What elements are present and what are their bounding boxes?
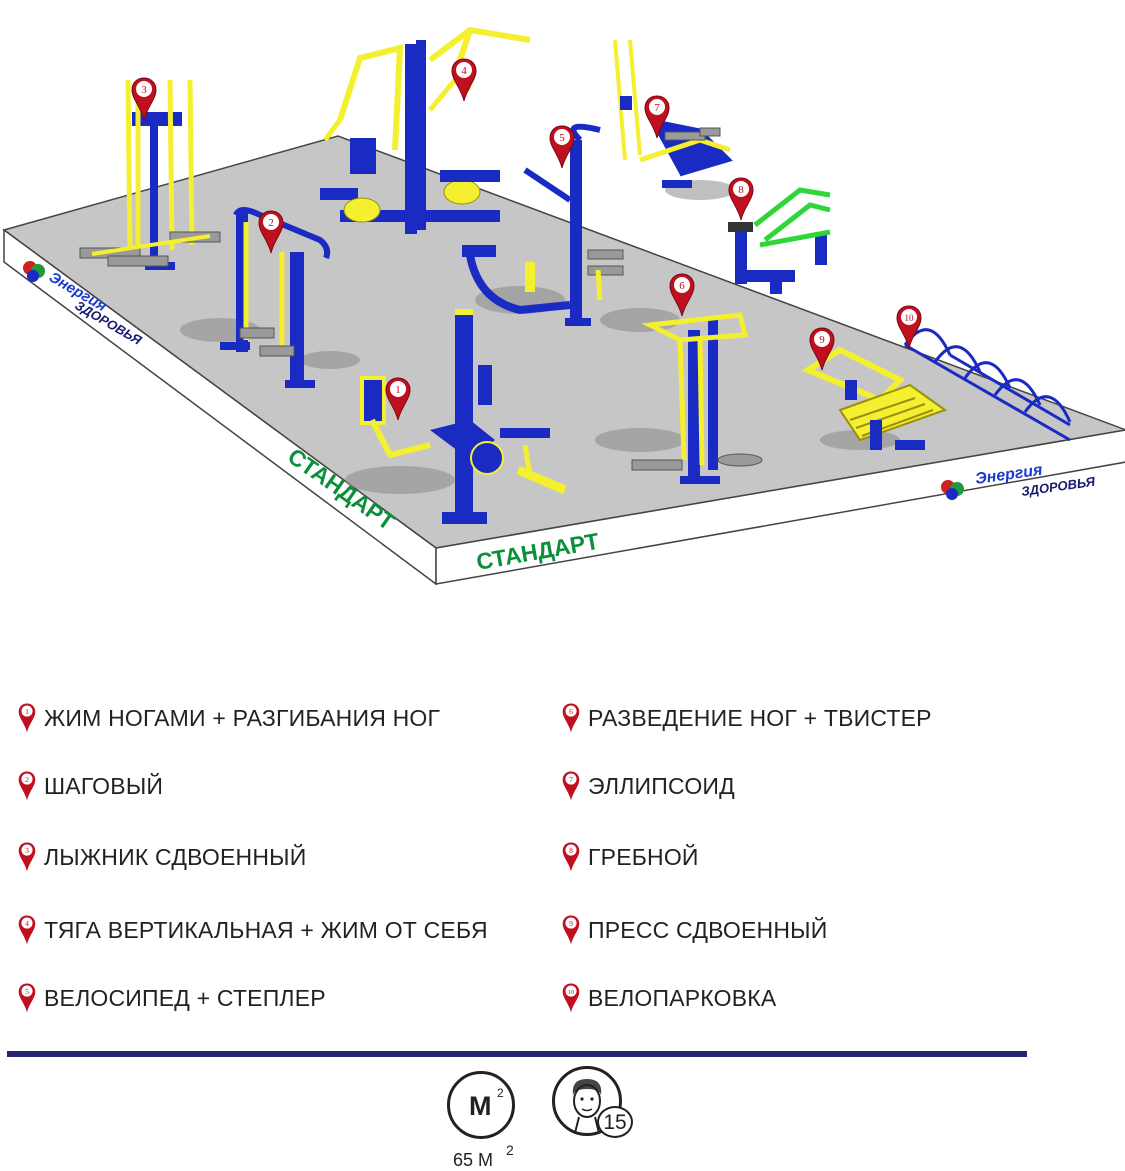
area-value: 65 M 2 — [453, 1142, 514, 1171]
pin-icon: 6 — [562, 703, 580, 733]
area-symbol: M — [469, 1091, 492, 1121]
marker-8: 8 — [728, 177, 754, 221]
marker-3: 3 — [131, 77, 157, 121]
equipment-2-walker — [220, 207, 331, 388]
legend-item-6: 6 РАЗВЕДЕНИЕ НОГ + ТВИСТЕР — [562, 698, 932, 738]
marker-5: 5 — [549, 125, 575, 169]
marker-4: 4 — [451, 58, 477, 102]
face-icon — [572, 1079, 602, 1133]
playground-scene: СТАНДАРТ СТАНДАРТ Энергия ЗДОРОВЬЯ Энерг… — [2, 26, 1125, 586]
pin-icon: 5 — [18, 983, 36, 1013]
equipment-1-leg-press — [360, 309, 567, 524]
pin-icon: 1 — [18, 703, 36, 733]
pin-icon: 3 — [18, 842, 36, 872]
legend-item-5: 5 ВЕЛОСИПЕД + СТЕПЛЕР — [18, 978, 326, 1018]
svg-text:7: 7 — [569, 775, 573, 784]
legend-label: ВЕЛОСИПЕД + СТЕПЛЕР — [44, 984, 326, 1011]
svg-text:3: 3 — [25, 846, 29, 855]
pin-icon: 4 — [18, 915, 36, 945]
marker-1: 1 — [385, 377, 411, 421]
equipment-9-press — [801, 346, 948, 450]
users-count-badge: 15 — [597, 1106, 633, 1138]
legend-item-3: 3 ЛЫЖНИК СДВОЕННЫЙ — [18, 837, 306, 877]
marker-9: 9 — [809, 327, 835, 371]
legend-item-1: 1 ЖИМ НОГАМИ + РАЗГИБАНИЯ НОГ — [18, 698, 440, 738]
marker-5-number: 5 — [559, 132, 565, 144]
equipment-6-twister — [631, 312, 763, 484]
marker-6: 6 — [669, 273, 695, 317]
pin-icon: 7 — [562, 771, 580, 801]
area-value-text: 65 M — [453, 1150, 494, 1170]
pin-icon: 8 — [562, 842, 580, 872]
marker-10-number: 10 — [905, 313, 915, 323]
svg-text:8: 8 — [569, 846, 573, 855]
area-symbol-sup: 2 — [497, 1086, 504, 1100]
equipment-3-skier — [79, 79, 221, 270]
legend-label: ВЕЛОПАРКОВКА — [588, 984, 777, 1011]
svg-text:10: 10 — [568, 989, 574, 996]
marker-8-number: 8 — [738, 184, 744, 196]
legend-item-4: 4 ТЯГА ВЕРТИКАЛЬНАЯ + ЖИМ ОТ СЕБЯ — [18, 910, 488, 950]
marker-10: 10 — [896, 305, 922, 349]
svg-text:4: 4 — [25, 919, 29, 928]
pin-icon: 2 — [18, 771, 36, 801]
marker-4-number: 4 — [461, 65, 467, 77]
legend-label: ЛЫЖНИК СДВОЕННЫЙ — [44, 843, 307, 870]
svg-text:6: 6 — [569, 707, 573, 716]
marker-7: 7 — [644, 95, 670, 139]
marker-3-number: 3 — [141, 84, 147, 96]
svg-text:5: 5 — [25, 987, 29, 996]
area-value-sup: 2 — [506, 1142, 514, 1158]
legend-label: ТЯГА ВЕРТИКАЛЬНАЯ + ЖИМ ОТ СЕБЯ — [44, 916, 488, 943]
area-icon: M 2 — [447, 1071, 515, 1139]
svg-text:1: 1 — [25, 707, 29, 716]
svg-text:2: 2 — [25, 775, 29, 784]
legend-item-9: 9 ПРЕСС СДВОЕННЫЙ — [562, 910, 827, 950]
legend-item-2: 2 ШАГОВЫЙ — [18, 766, 163, 806]
pin-icon: 10 — [562, 983, 580, 1013]
legend-label: ЭЛЛИПСОИД — [588, 772, 735, 799]
equipment-8-rower — [728, 187, 831, 294]
legend-label: ЖИМ НОГАМИ + РАЗГИБАНИЯ НОГ — [44, 704, 441, 731]
equipment-10-bike-parking — [903, 328, 1072, 442]
legend-label: РАЗВЕДЕНИЕ НОГ + ТВИСТЕР — [588, 704, 932, 731]
marker-2: 2 — [258, 210, 284, 254]
legend-item-7: 7 ЭЛЛИПСОИД — [562, 766, 735, 806]
equipment-7-ellipsoid — [613, 39, 733, 188]
equipment-5-bike — [462, 123, 624, 326]
legend-label: ГРЕБНОЙ — [588, 843, 699, 870]
marker-9-number: 9 — [819, 334, 825, 346]
pin-icon: 9 — [562, 915, 580, 945]
equipment-4-lat-pull — [320, 26, 531, 234]
svg-text:9: 9 — [569, 919, 573, 928]
legend-item-8: 8 ГРЕБНОЙ — [562, 837, 699, 877]
marker-7-number: 7 — [654, 102, 660, 114]
marker-6-number: 6 — [679, 280, 685, 292]
marker-2-number: 2 — [268, 217, 274, 229]
marker-1-number: 1 — [395, 384, 401, 396]
legend-label: ШАГОВЫЙ — [44, 772, 164, 799]
legend-label: ПРЕСС СДВОЕННЫЙ — [588, 916, 828, 943]
legend-item-10: 10 ВЕЛОПАРКОВКА — [562, 978, 776, 1018]
platform-right-edge — [435, 429, 1125, 585]
divider — [7, 1051, 1027, 1057]
